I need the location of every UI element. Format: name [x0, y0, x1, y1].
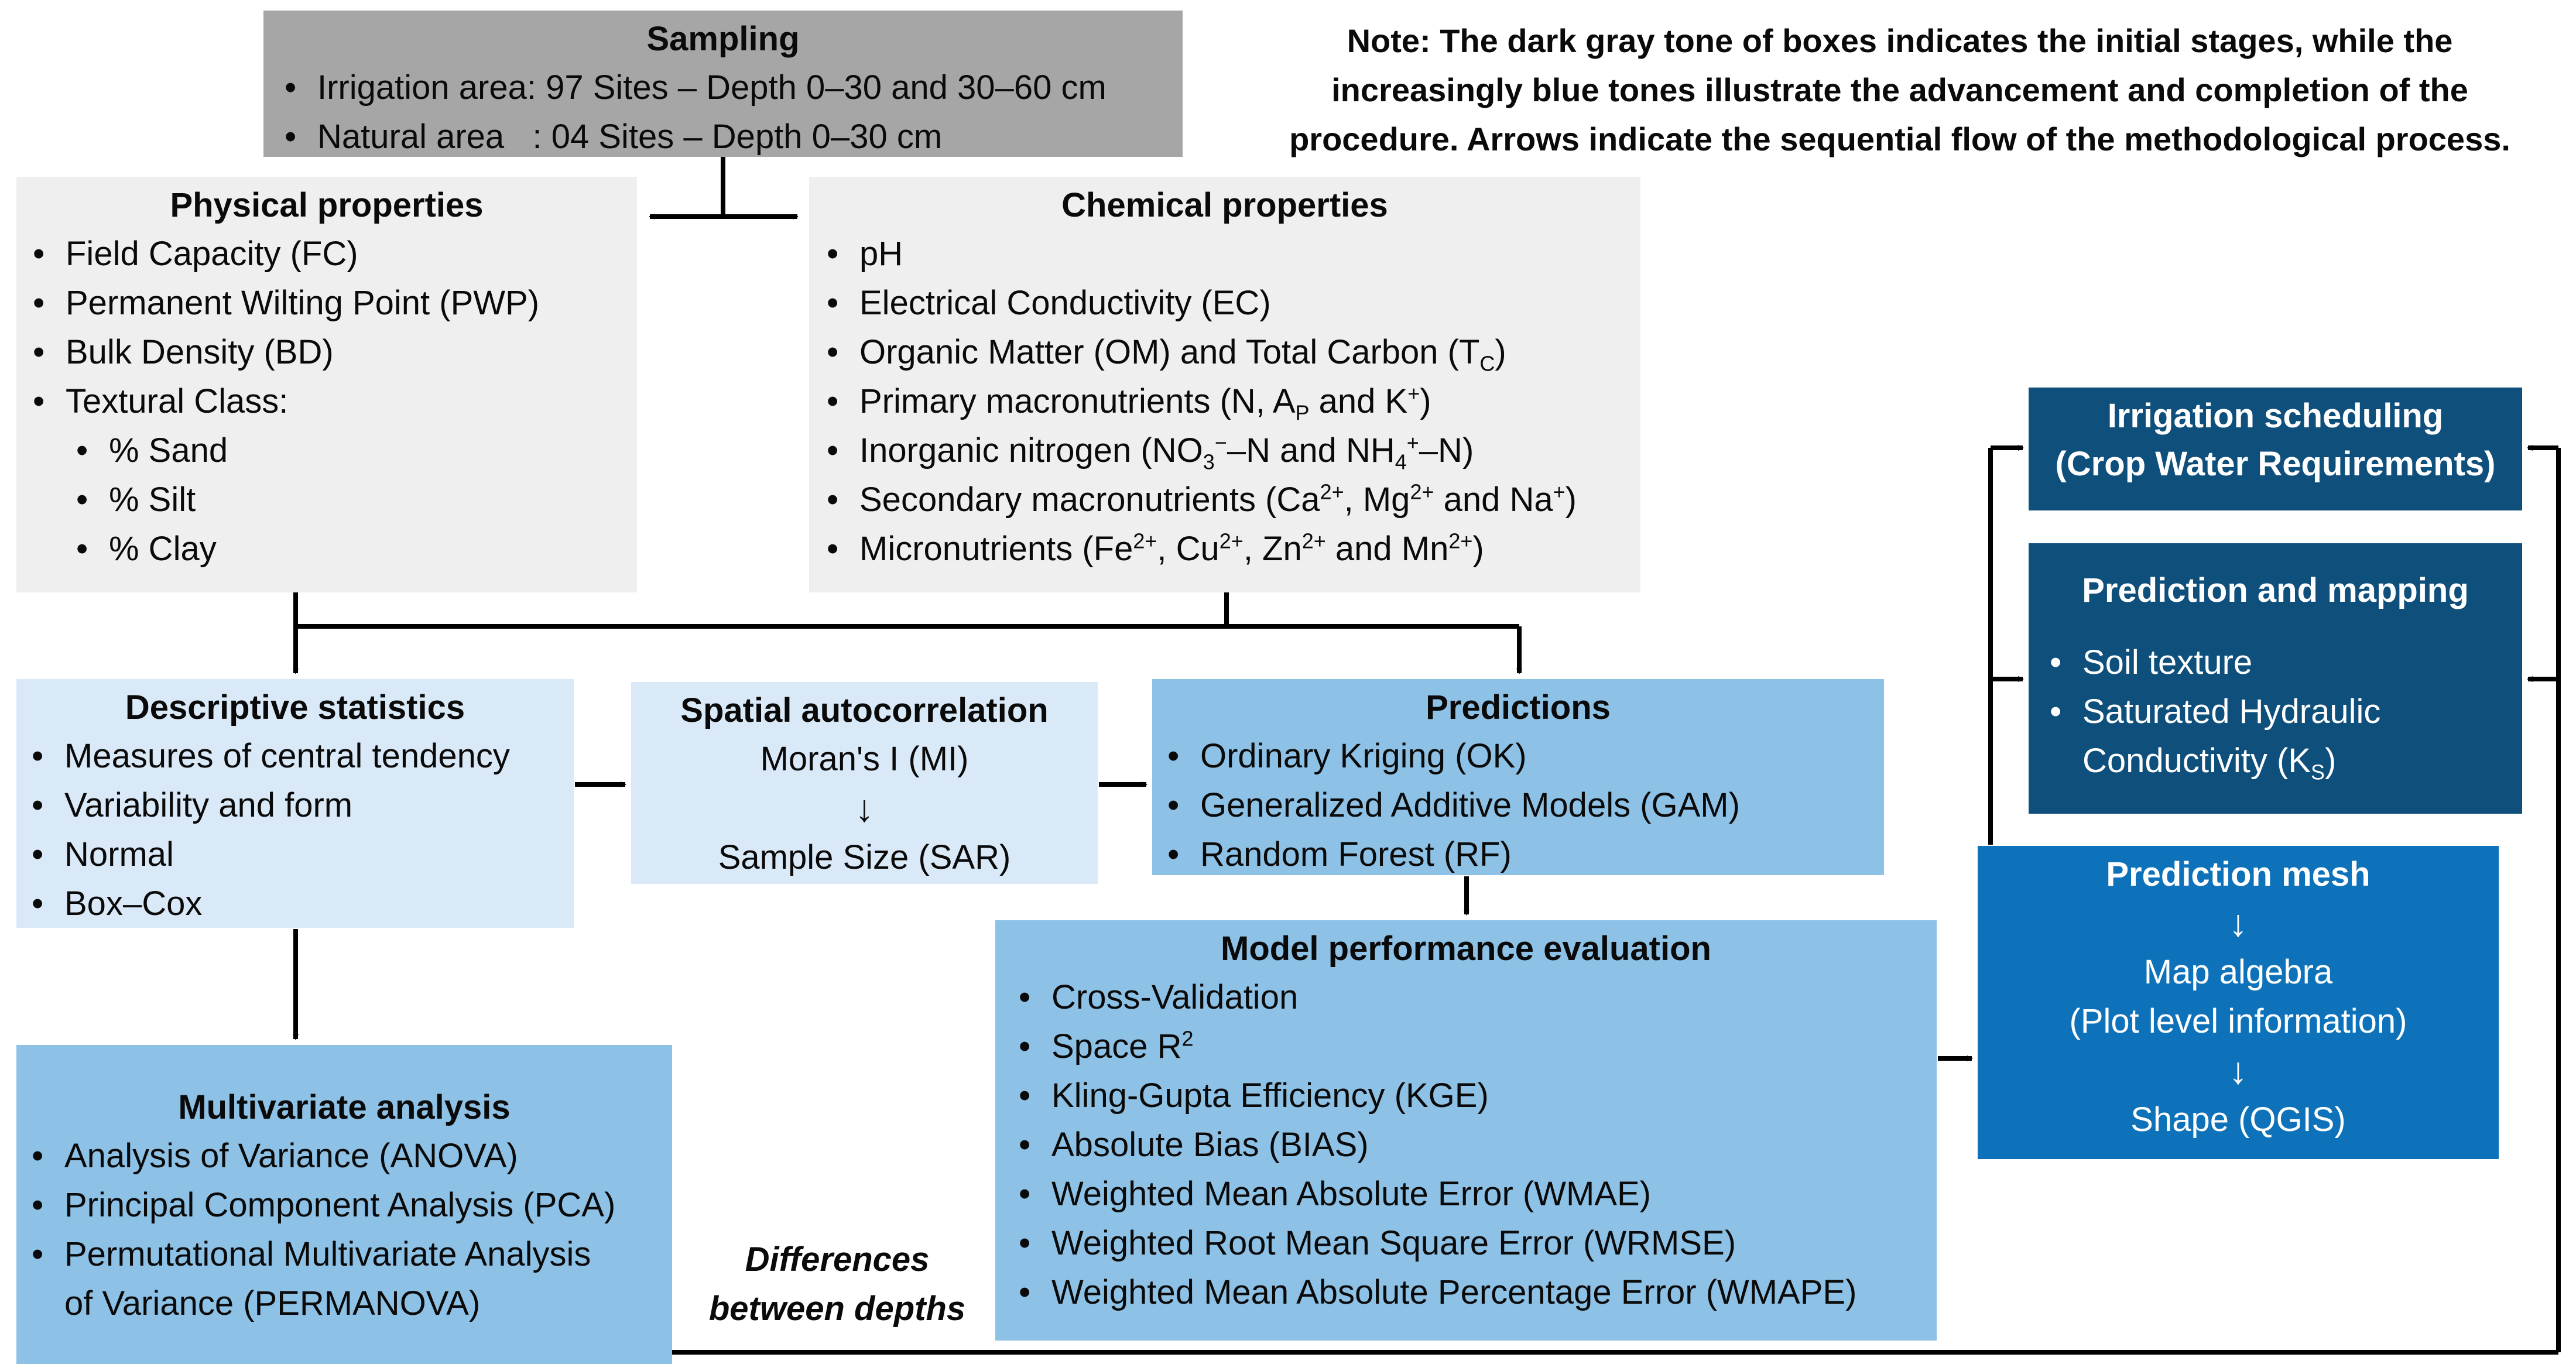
spatial-title: Spatial autocorrelation	[680, 691, 1049, 729]
descriptive-item: Measures of central tendency	[32, 732, 574, 781]
texture-sub-item: % Silt	[33, 475, 637, 525]
prediction-method: Generalized Additive Models (GAM)	[1167, 781, 1884, 830]
chemical-properties-box: Chemical properties pH Electrical Conduc…	[809, 177, 1640, 592]
prediction-mapping-box: Prediction and mapping Soil texture Satu…	[2029, 543, 2522, 814]
metric-item: Space R2	[1019, 1022, 1937, 1071]
differences-between-depths-label: Differences between depths	[708, 1240, 966, 1328]
sample-size-label: Sample Size (SAR)	[718, 838, 1011, 876]
chemical-item: Micronutrients (Fe2+, Cu2+, Zn2+ and Mn2…	[827, 525, 1640, 574]
metric-item: Weighted Root Mean Square Error (WRMSE)	[1019, 1219, 1937, 1268]
predictions-title: Predictions	[1426, 688, 1611, 726]
chemical-title: Chemical properties	[1061, 186, 1388, 224]
chemical-item: Electrical Conductivity (EC)	[827, 279, 1640, 328]
mapping-item-continued: Conductivity (KS)	[2082, 742, 2337, 784]
physical-item: Field Capacity (FC)	[33, 229, 637, 279]
prediction-method: Ordinary Kriging (OK)	[1167, 732, 1884, 781]
multivariate-item: Permutational Multivariate Analysis	[32, 1230, 672, 1279]
sampling-title: Sampling	[646, 20, 800, 58]
legend-note: Note: The dark gray tone of boxes indica…	[1289, 22, 2510, 157]
texture-sub-item: % Clay	[33, 525, 637, 574]
prediction-method: Random Forest (RF)	[1167, 830, 1884, 879]
texture-sub-item: % Sand	[33, 426, 637, 475]
prediction-mapping-title: Prediction and mapping	[2082, 571, 2469, 609]
chemical-item: Primary macronutrients (N, AP and K+)	[827, 377, 1640, 426]
descriptive-item: Variability and form	[32, 781, 574, 830]
sampling-item-irrigation: Irrigation area: 97 Sites – Depth 0–30 a…	[285, 63, 1183, 112]
plot-level-label: (Plot level information)	[2069, 1002, 2407, 1040]
chemical-item: Organic Matter (OM) and Total Carbon (TC…	[827, 328, 1640, 377]
irrigation-scheduling-box: Irrigation scheduling (Crop Water Requir…	[2029, 388, 2522, 510]
descriptive-title: Descriptive statistics	[125, 688, 465, 726]
descriptive-item: Box–Cox	[32, 879, 574, 928]
model-evaluation-title: Model performance evaluation	[1221, 930, 1711, 968]
physical-properties-box: Physical properties Field Capacity (FC) …	[16, 177, 637, 592]
chemical-item: pH	[827, 229, 1640, 279]
multivariate-title: Multivariate analysis	[178, 1088, 511, 1126]
mapping-item: Soil texture	[2050, 638, 2522, 687]
metric-item: Cross-Validation	[1019, 973, 1937, 1022]
physical-item: Textural Class:	[33, 377, 637, 426]
down-arrow-icon: ↓	[2229, 902, 2248, 944]
physical-item: Permanent Wilting Point (PWP)	[33, 279, 637, 328]
physical-item: Bulk Density (BD)	[33, 328, 637, 377]
multivariate-item-continued: of Variance (PERMANOVA)	[64, 1284, 481, 1322]
morans-i-label: Moran's I (MI)	[760, 740, 969, 778]
predictions-box: Predictions Ordinary Kriging (OK) Genera…	[1152, 679, 1884, 879]
irrigation-subtitle: (Crop Water Requirements)	[2055, 445, 2496, 483]
spatial-autocorrelation-box: Spatial autocorrelation Moran's I (MI) ↓…	[631, 682, 1098, 884]
multivariate-item: Analysis of Variance (ANOVA)	[32, 1132, 672, 1181]
irrigation-title: Irrigation scheduling	[2107, 397, 2444, 435]
down-arrow-icon: ↓	[855, 787, 874, 830]
mapping-item: Saturated Hydraulic	[2050, 687, 2522, 736]
shape-qgis-label: Shape (QGIS)	[2130, 1101, 2346, 1139]
model-evaluation-box: Model performance evaluation Cross-Valid…	[995, 920, 1937, 1341]
chemical-item: Secondary macronutrients (Ca2+, Mg2+ and…	[827, 475, 1640, 525]
multivariate-analysis-box: Multivariate analysis Analysis of Varian…	[16, 1045, 672, 1364]
physical-title: Physical properties	[170, 186, 484, 224]
sampling-box: Sampling Irrigation area: 97 Sites – Dep…	[263, 11, 1183, 162]
prediction-mesh-title: Prediction mesh	[2106, 855, 2371, 893]
multivariate-item: Principal Component Analysis (PCA)	[32, 1181, 672, 1230]
descriptive-statistics-box: Descriptive statistics Measures of centr…	[16, 679, 574, 928]
map-algebra-label: Map algebra	[2143, 953, 2333, 991]
down-arrow-icon: ↓	[2229, 1050, 2248, 1092]
metric-item: Absolute Bias (BIAS)	[1019, 1120, 1937, 1170]
sampling-item-natural: Natural area : 04 Sites – Depth 0–30 cm	[285, 112, 1183, 162]
metric-item: Weighted Mean Absolute Error (WMAE)	[1019, 1170, 1937, 1219]
prediction-mesh-box: Prediction mesh ↓ Map algebra (Plot leve…	[1978, 846, 2499, 1159]
descriptive-item: Normal	[32, 830, 574, 879]
metric-item: Weighted Mean Absolute Percentage Error …	[1019, 1268, 1937, 1317]
chemical-item: Inorganic nitrogen (NO3−–N and NH4+–N)	[827, 426, 1640, 475]
metric-item: Kling-Gupta Efficiency (KGE)	[1019, 1071, 1937, 1120]
